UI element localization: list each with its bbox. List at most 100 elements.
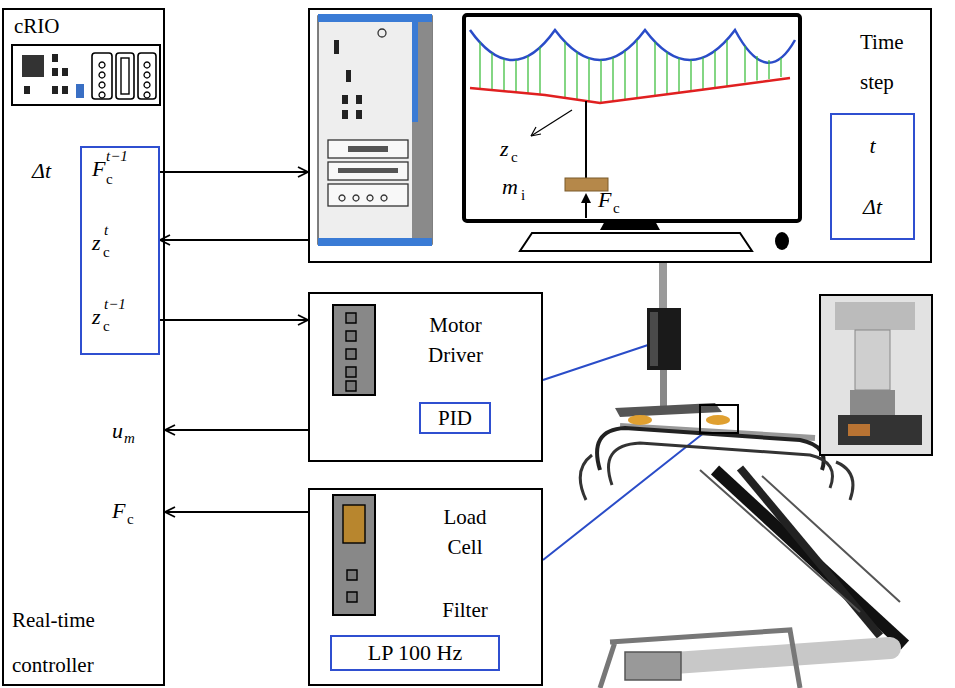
timestep-box: tΔt <box>830 113 915 240</box>
lower-arm <box>660 648 890 664</box>
detail-inset <box>820 295 932 455</box>
module-slot <box>121 58 129 94</box>
box-label: PID <box>438 408 472 429</box>
messenger-wire <box>470 30 795 63</box>
module-led <box>76 84 84 98</box>
signal-name: F <box>112 500 125 522</box>
variable-subscript: i <box>521 188 525 203</box>
pid-box: PID <box>419 402 491 434</box>
signal-name: u <box>112 420 123 442</box>
box-subtitle: Filter <box>420 600 510 621</box>
signal-arrow <box>165 429 308 431</box>
rack-bottom <box>318 238 432 246</box>
rack-slot <box>348 146 388 152</box>
signal-arrow <box>160 319 308 321</box>
inset-bracket <box>835 302 915 330</box>
tie-rods <box>700 470 900 612</box>
crio-module <box>12 45 160 105</box>
signal-superscript: t−1 <box>104 297 126 312</box>
rack-drawer <box>328 140 408 158</box>
rack-slot <box>338 168 398 173</box>
rack-drawer <box>328 184 408 206</box>
loadcell-chip <box>343 505 365 543</box>
module-pins <box>99 62 150 98</box>
signal-arrow <box>160 171 308 173</box>
box-title: cRIO <box>14 16 60 37</box>
box-label: LP 100 Hz <box>368 642 463 664</box>
mouse <box>775 232 789 250</box>
rack-body <box>318 16 432 244</box>
module-pads <box>24 54 68 94</box>
signal-group: Fct−1zctzct−1 <box>80 146 160 355</box>
variable-name: m <box>502 176 518 198</box>
signal-superscript: t <box>104 223 108 238</box>
signal-name: F <box>92 158 105 180</box>
filter-box: LP 100 Hz <box>330 635 500 671</box>
driver-pins <box>346 313 356 391</box>
leader-lines <box>543 345 705 560</box>
variable-name: z <box>500 138 509 160</box>
variable-subscript: c <box>511 150 518 165</box>
monitor-screen <box>464 15 800 221</box>
box-label: t <box>869 135 875 157</box>
monitor-stand <box>600 221 660 230</box>
rack-drawer <box>328 162 408 180</box>
signal-arrow <box>160 239 308 241</box>
loadcell-connector <box>333 495 375 615</box>
box-label: Δt <box>863 196 882 218</box>
driver-icon <box>333 305 375 395</box>
signal-subscript: c <box>106 172 113 187</box>
module-outline <box>12 45 160 105</box>
force-arrow-head <box>581 193 591 203</box>
inset-strip <box>838 415 922 445</box>
actuator-side <box>650 312 658 366</box>
box-title: Time step <box>860 22 924 102</box>
base-frame <box>600 630 800 688</box>
signal-subscript: c <box>127 512 134 527</box>
signal-name: Δt <box>32 160 51 182</box>
variable-name: F <box>598 189 611 211</box>
controller-box: cRIOReal-time controllerFct−1zctzct−1 <box>2 8 165 686</box>
signal-subscript: c <box>103 245 110 260</box>
rack-ports <box>339 195 387 201</box>
signal-arrow <box>165 511 308 513</box>
inset-block <box>850 390 895 415</box>
rack-button <box>378 29 386 37</box>
module-chip <box>22 55 44 77</box>
variable-subscript: c <box>613 201 620 216</box>
signal-name: z <box>92 306 101 328</box>
pantograph-stem <box>585 101 587 178</box>
signal-superscript: t−1 <box>106 149 128 164</box>
inset-cell <box>855 330 890 390</box>
box-caption: Real-time controller <box>12 598 132 688</box>
rack-side-stripe <box>412 22 418 122</box>
server-rack <box>318 14 432 246</box>
rack-leds <box>334 40 362 119</box>
actuator <box>647 308 681 370</box>
edge-group <box>160 172 308 512</box>
loadcell-box: Load CellFilter LP 100 Hz <box>308 488 543 686</box>
box-title: Load Cell <box>430 502 500 562</box>
zc-pointer <box>531 110 572 136</box>
loadcell-pins <box>347 570 357 602</box>
rack-side <box>412 22 432 238</box>
pantograph <box>580 262 932 688</box>
detail-marker <box>700 405 738 433</box>
load-cell <box>706 415 730 425</box>
actuator-rod <box>660 370 667 408</box>
zc-pointer-head <box>531 127 541 136</box>
loadcell-icon <box>333 495 375 615</box>
driver-connector <box>333 305 375 395</box>
signal-subscript: m <box>124 431 135 446</box>
box-title: Motor Driver <box>408 310 503 370</box>
rack-top <box>318 14 432 22</box>
module-slot <box>116 53 134 99</box>
signal-subscript: c <box>103 319 110 334</box>
contact-wire <box>470 78 790 103</box>
monitor <box>464 15 800 251</box>
keyboard <box>520 233 752 251</box>
actuator-rod <box>659 262 667 310</box>
driver-box: Motor DriverPID <box>308 292 543 462</box>
